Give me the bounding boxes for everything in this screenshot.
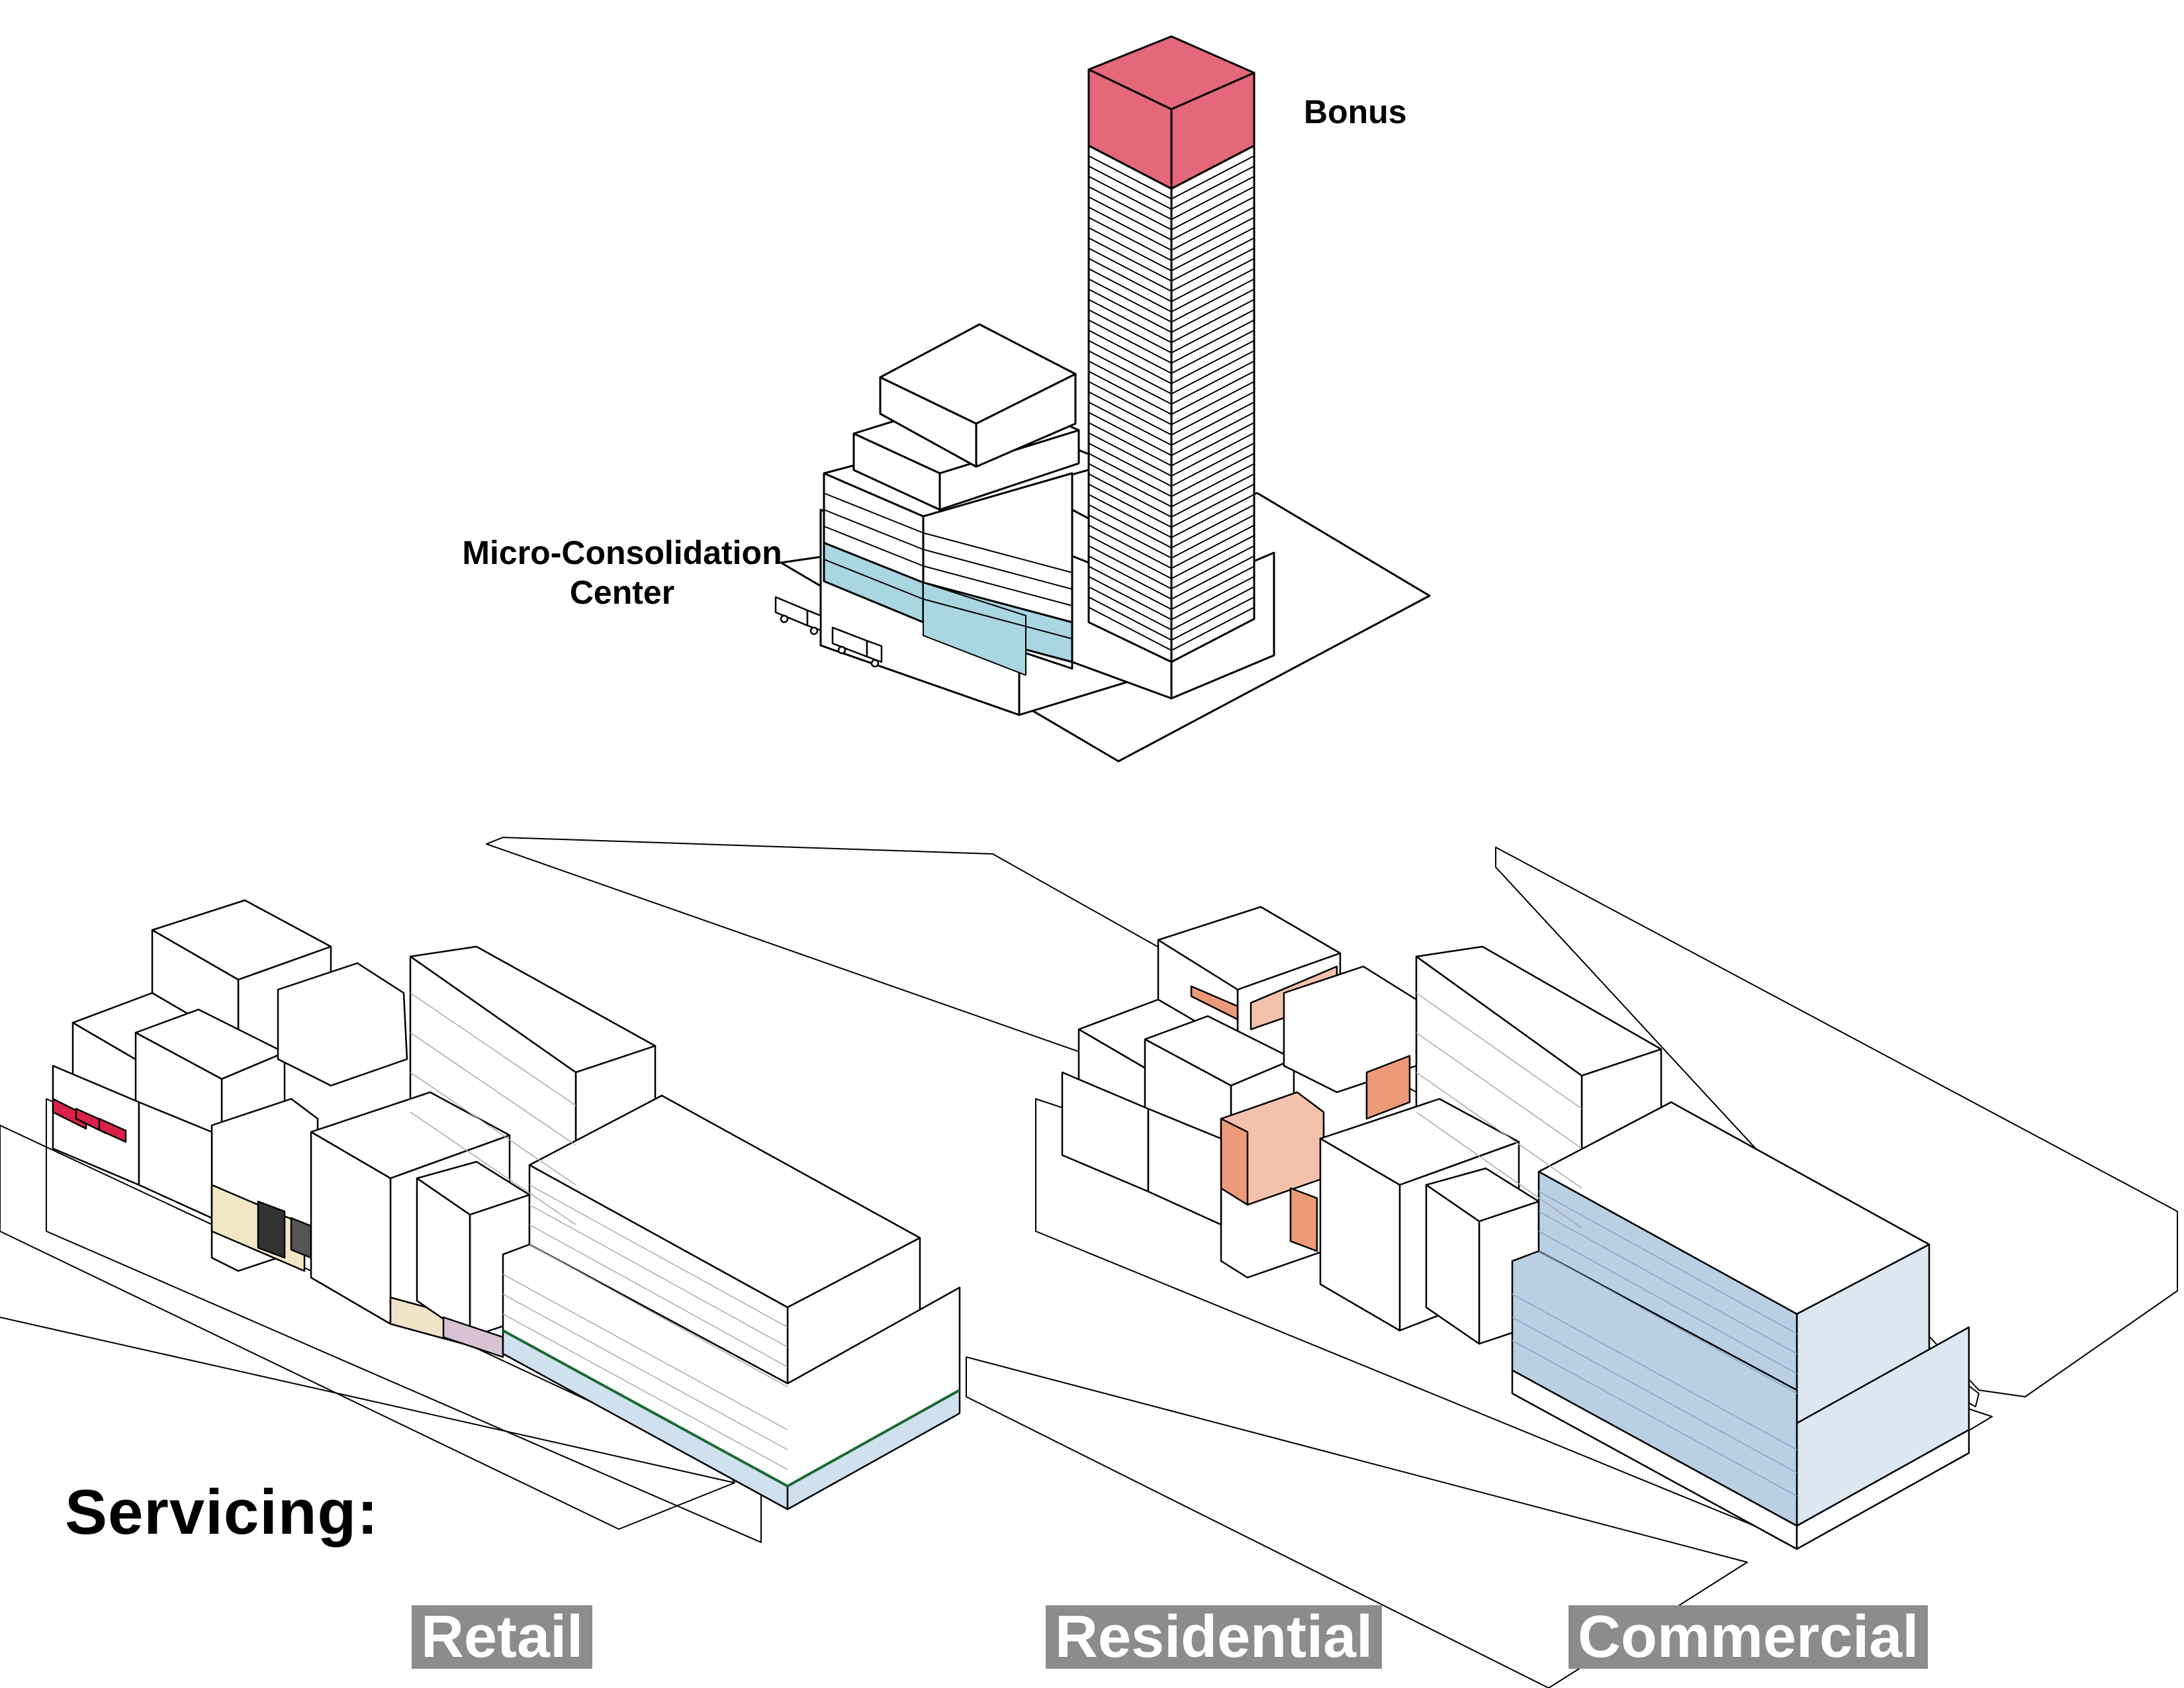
residential-accent	[1190, 985, 1239, 1021]
podium-mid-right	[938, 429, 1080, 511]
residential-accent	[1365, 1055, 1411, 1120]
retail-tag: Retail	[412, 1605, 593, 1669]
mixed-street-outline	[966, 1356, 1748, 1688]
mixed-north-block-outline	[1495, 847, 2178, 1397]
retail-shop-accent	[52, 1098, 87, 1130]
micro-consolidation-label: Micro-Consolidation Center	[462, 534, 782, 611]
bonus-label: Bonus	[1304, 93, 1407, 130]
truck-icon	[831, 626, 883, 668]
mixed-bldg-mid-3	[1283, 965, 1418, 1094]
retail-street-outline	[0, 1317, 735, 1483]
podium-top-right	[975, 373, 1077, 468]
bonus-right	[1170, 71, 1255, 190]
retail-bldg-mid-3	[277, 962, 408, 1087]
tower-floor-lines	[823, 155, 1255, 651]
servicing-label: Servicing:	[65, 1477, 379, 1548]
residential-accent	[1289, 1187, 1318, 1252]
retail-shop-accent	[98, 1117, 127, 1143]
truck-icon	[774, 596, 822, 635]
commercial-tag: Commercial	[1569, 1605, 1929, 1669]
residential-tag: Residential	[1046, 1605, 1383, 1669]
